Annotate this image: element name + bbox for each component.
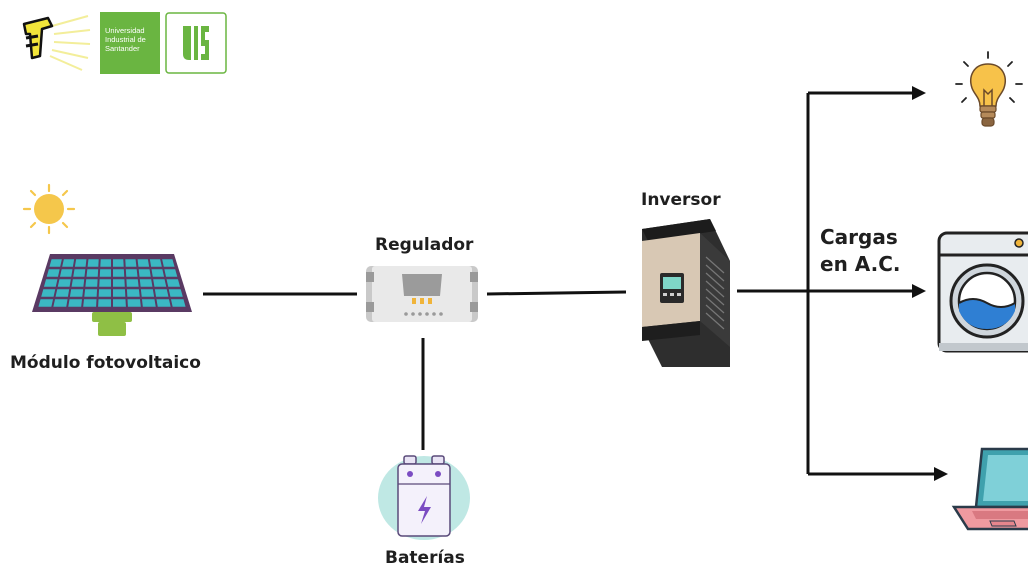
- washing-machine-icon: [937, 231, 1028, 353]
- solar-cell: [38, 299, 54, 307]
- solar-cell: [156, 299, 171, 307]
- solar-cell: [74, 259, 87, 267]
- solar-cell: [69, 289, 84, 297]
- laptop-icon: [951, 447, 1028, 531]
- solar-cell: [141, 299, 156, 307]
- inverter-icon: [642, 219, 730, 367]
- inverter-label: Inversor: [641, 190, 721, 210]
- charge-controller-icon: [366, 266, 478, 322]
- solar-cell: [59, 269, 73, 277]
- solar-cell: [46, 269, 60, 277]
- regulator-label: Regulador: [375, 235, 474, 255]
- solar-cell: [137, 259, 150, 267]
- solar-cell: [164, 269, 178, 277]
- light-bulb-icon: [955, 51, 1023, 127]
- solar-cell: [113, 289, 126, 297]
- solar-cell: [125, 269, 138, 277]
- solar-cell: [83, 299, 97, 307]
- solar-cell: [99, 279, 111, 287]
- solar-cell: [151, 269, 165, 277]
- et-logo: [22, 15, 91, 71]
- uis-logo-line2: Industrial de: [105, 35, 146, 44]
- solar-cell: [113, 259, 124, 267]
- solar-cell: [166, 279, 181, 287]
- solar-cell: [84, 289, 98, 297]
- solar-cell: [113, 269, 125, 277]
- solar-cell: [100, 259, 111, 267]
- solar-panel-icon: [32, 254, 192, 336]
- solar-cell: [86, 269, 99, 277]
- solar-cell: [62, 259, 75, 267]
- solar-cell: [98, 289, 111, 297]
- regulator-to-inverter-line: [486, 290, 627, 296]
- loads-label-line2: en A.C.: [820, 252, 901, 276]
- arrow-to-bulb: [912, 86, 926, 100]
- solar-cell: [126, 279, 139, 287]
- solar-cell: [53, 299, 68, 307]
- solar-cell: [43, 279, 58, 287]
- solar-cell: [138, 269, 151, 277]
- solar-cell: [99, 269, 111, 277]
- solar-cell: [98, 299, 111, 307]
- uis-logo-emblem: [165, 12, 227, 74]
- solar-cell: [125, 259, 137, 267]
- solar-cell: [85, 279, 98, 287]
- solar-cell: [139, 279, 153, 287]
- solar-cell: [170, 299, 186, 307]
- solar-cell: [127, 299, 141, 307]
- solar-cell: [41, 289, 56, 297]
- uis-logo-line3: Santander: [105, 44, 140, 53]
- sun-icon: [22, 183, 76, 235]
- solar-cell: [55, 289, 70, 297]
- battery-icon: [378, 455, 470, 540]
- panel-label: Módulo fotovoltaico: [10, 353, 201, 373]
- solar-cell: [68, 299, 83, 307]
- solar-cell: [140, 289, 155, 297]
- solar-cell: [71, 279, 85, 287]
- solar-cell: [154, 289, 169, 297]
- solar-cell: [162, 259, 175, 267]
- arrow-to-laptop: [934, 467, 948, 481]
- loads-label-line1: Cargas: [820, 225, 898, 249]
- solar-cell: [49, 259, 62, 267]
- solar-cell: [153, 279, 167, 287]
- solar-cell: [87, 259, 99, 267]
- solar-cell: [149, 259, 162, 267]
- uis-logo-line1: Universidad: [105, 26, 145, 35]
- solar-cell: [126, 289, 140, 297]
- solar-cell: [168, 289, 183, 297]
- loads-label: Cargas en A.C.: [820, 224, 901, 278]
- solar-cell: [57, 279, 71, 287]
- solar-cell: [113, 299, 126, 307]
- solar-cell: [113, 279, 125, 287]
- arrow-to-washer: [912, 284, 926, 298]
- solar-cell: [73, 269, 86, 277]
- battery-label: Baterías: [385, 548, 465, 568]
- uis-logo-text-block: Universidad Industrial de Santander: [100, 12, 160, 74]
